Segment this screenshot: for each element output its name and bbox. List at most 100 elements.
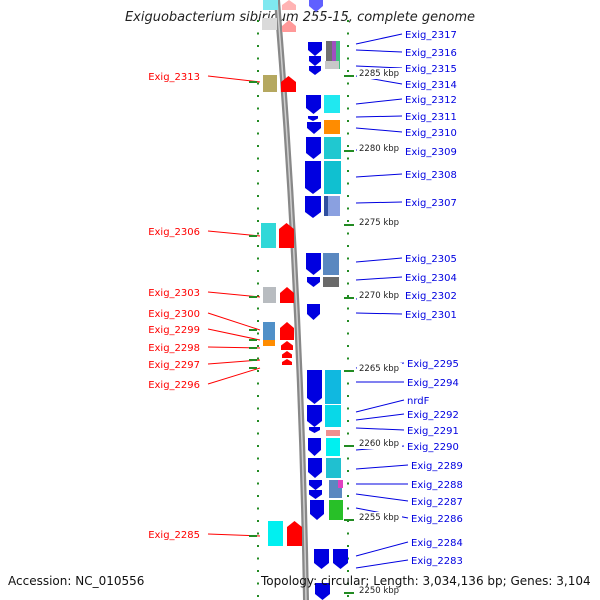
gene-arrow-reverse — [308, 116, 318, 121]
left-guide-dot — [257, 420, 259, 422]
kbp-label: 2260 kbp — [359, 439, 399, 449]
gene-label-leader — [355, 493, 409, 502]
gene-label-forward: Exig_2298 — [148, 343, 200, 354]
gene-arrow-reverse — [309, 66, 321, 75]
gene-arrow-reverse — [308, 42, 322, 56]
left-guide-dot — [257, 570, 259, 572]
left-guide-dot — [257, 482, 259, 485]
gene-label-leader — [355, 173, 403, 178]
kbp-label-bg — [357, 585, 402, 596]
gene-label-forward: Exig_2313 — [148, 72, 200, 83]
right-guide-dot — [347, 132, 349, 135]
gene-arrow-reverse — [309, 427, 320, 433]
gene-arrow-reverse — [307, 277, 320, 287]
right-guide-dot — [347, 582, 349, 585]
gene-label-leader — [355, 201, 403, 204]
gene-label-reverse: Exig_2304 — [405, 273, 457, 284]
left-guide-dot — [257, 557, 259, 560]
gene-label-leader — [355, 127, 403, 133]
gene-arrow-reverse — [307, 370, 322, 404]
accession-label: Accession: NC_010556 — [8, 574, 145, 588]
left-guide-dot — [257, 507, 259, 510]
right-guide-dot — [347, 507, 349, 510]
left-guide-dot — [257, 595, 259, 597]
gene-arrow-reverse — [333, 549, 348, 569]
left-guide-dot — [257, 295, 259, 297]
feature-box — [324, 95, 340, 113]
feature-box — [325, 405, 341, 427]
left-guide-dot — [257, 582, 259, 585]
gene-label-forward: Exig_2306 — [148, 227, 200, 238]
gene-arrow-reverse — [307, 122, 321, 134]
gene-label-forward: Exig_2285 — [148, 530, 200, 541]
left-guide-dot — [257, 245, 259, 247]
left-guide-dot — [257, 457, 259, 460]
left-guide-dot — [257, 257, 259, 260]
gene-label-leader — [355, 541, 409, 557]
right-guide-dot — [347, 270, 349, 272]
left-guide-dot — [257, 332, 259, 335]
left-guide-dot — [257, 57, 259, 60]
feature-box — [268, 521, 283, 546]
left-guide-dot — [257, 520, 259, 522]
right-guide-dot — [347, 482, 349, 485]
gene-label-leader — [355, 115, 403, 118]
feature-box — [323, 253, 339, 275]
left-guide-dot — [257, 132, 259, 135]
gene-label-reverse: Exig_2283 — [411, 556, 463, 567]
left-guide-dot — [257, 357, 259, 360]
gene-label-leader — [355, 427, 405, 431]
left-guide-dot — [257, 70, 259, 72]
gene-arrow-reverse — [309, 490, 322, 499]
right-guide-dot — [347, 170, 349, 172]
gene-label-reverse: Exig_2288 — [411, 480, 463, 491]
gene-label-forward: Exig_2303 — [148, 288, 200, 299]
left-guide-dot — [257, 270, 259, 272]
gene-arrow-reverse — [305, 196, 321, 218]
right-guide-dot — [347, 207, 349, 210]
gene-label-forward: Exig_2297 — [148, 360, 200, 371]
left-guide-dot — [257, 195, 259, 197]
gene-arrow-reverse — [308, 438, 321, 456]
left-guide-dot — [257, 157, 259, 160]
gene-label-reverse: Exig_2316 — [405, 48, 457, 59]
gene-label-leader — [355, 49, 403, 53]
gene-label-reverse: Exig_2307 — [405, 198, 457, 209]
feature-box — [336, 41, 340, 69]
feature-box — [324, 161, 341, 194]
right-guide-dot — [347, 407, 349, 410]
feature-box — [324, 137, 341, 159]
gene-label-leader — [355, 65, 403, 69]
gene-label-reverse: Exig_2305 — [405, 254, 457, 265]
gene-label-reverse: Exig_2287 — [411, 497, 463, 508]
gene-label-reverse: Exig_2310 — [405, 128, 457, 139]
kbp-label-bg — [357, 143, 402, 154]
gene-label-forward: Exig_2299 — [148, 325, 200, 336]
feature-box — [323, 277, 339, 287]
right-guide-dot — [347, 57, 349, 60]
left-guide-dot — [257, 445, 259, 447]
kbp-label: 2280 kbp — [359, 144, 399, 154]
gene-arrow-forward — [287, 521, 302, 546]
gene-label-reverse: Exig_2286 — [411, 514, 463, 525]
right-guide-dot — [347, 82, 349, 85]
kbp-label-bg — [357, 68, 402, 79]
right-guide-dot — [347, 570, 349, 572]
gene-arrow-forward — [281, 341, 293, 350]
left-guide-dot — [257, 382, 259, 385]
feature-box — [329, 500, 343, 520]
gene-arrow-reverse — [309, 0, 323, 12]
left-guide-dot — [257, 32, 259, 35]
kbp-label: 2250 kbp — [359, 586, 399, 596]
gene-label-reverse: Exig_2284 — [411, 538, 463, 549]
gene-arrow-reverse — [307, 405, 322, 427]
right-guide-dot — [347, 395, 349, 397]
feature-box — [261, 223, 276, 248]
right-guide-dot — [347, 495, 349, 497]
right-guide-dot — [347, 45, 349, 47]
kbp-label: 2285 kbp — [359, 69, 399, 79]
gene-arrow-reverse — [315, 583, 330, 600]
left-guide-dot — [257, 145, 259, 147]
right-guide-dot — [347, 295, 349, 297]
